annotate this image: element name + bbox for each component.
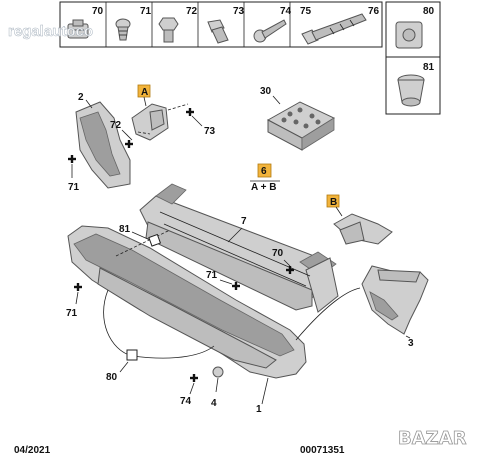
fastener-tile-75-76[interactable]: 75 76 xyxy=(300,6,380,45)
fastener-point-71-middle[interactable]: 71 xyxy=(206,270,240,290)
fastener-label-75: 75 xyxy=(300,6,312,17)
callout-72: 72 xyxy=(110,120,122,131)
part-2-side-bracket[interactable]: 2 xyxy=(75,92,131,189)
fastener-label-73: 73 xyxy=(233,6,245,17)
fastener-label-74: 74 xyxy=(280,6,292,17)
part-3-corner-trim[interactable]: 3 xyxy=(361,265,429,349)
callout-7: 7 xyxy=(241,216,247,227)
fastener-label-71: 71 xyxy=(140,6,152,17)
footer-ref: 00071351 xyxy=(300,445,345,456)
fastener-point-70[interactable]: 70 xyxy=(272,248,294,274)
fastener-point-72-cross[interactable] xyxy=(125,140,133,148)
callout-71-middle: 71 xyxy=(206,270,218,281)
side-label-81: 81 xyxy=(423,62,435,73)
fastener-tile-71[interactable]: 71 xyxy=(115,6,152,41)
fastener-label-76: 76 xyxy=(368,6,380,17)
cable-connector xyxy=(126,349,138,361)
callout-71-upper: 71 xyxy=(68,182,80,193)
clip-slot-81 xyxy=(148,233,162,247)
part-b-bracket[interactable]: B xyxy=(326,194,393,245)
callout-81: 81 xyxy=(119,224,131,235)
callout-81-group[interactable]: 81 xyxy=(119,224,151,241)
variant-callout: 6 A + B xyxy=(250,163,280,193)
tag-b-box xyxy=(326,194,340,208)
fastener-tile-73[interactable]: 73 xyxy=(207,6,245,44)
fastener-point-73[interactable]: 73 xyxy=(186,108,216,137)
square-clip-icon xyxy=(395,21,423,49)
self-tapping-screw-icon xyxy=(115,18,131,41)
part-7-reinforcement-beam[interactable]: 7 xyxy=(139,183,339,313)
side-label-80: 80 xyxy=(423,6,435,17)
part-80-cable[interactable]: 80 xyxy=(103,287,361,383)
kit-bag-icon xyxy=(266,101,336,151)
fastener-tile-70[interactable]: 70 xyxy=(67,6,104,39)
part-1-bumper-skin[interactable]: 1 xyxy=(67,225,307,415)
round-grommet-icon xyxy=(397,74,425,107)
fastener-point-71-lower[interactable]: 71 xyxy=(66,283,82,319)
fastener-tile-74[interactable]: 74 xyxy=(253,6,292,43)
long-bolt-icon xyxy=(301,13,367,45)
callout-70: 70 xyxy=(272,248,284,259)
callout-71-lower: 71 xyxy=(66,308,78,319)
fastener-kit-30[interactable]: 30 xyxy=(260,86,336,151)
part-a-bracket[interactable]: A 72 xyxy=(110,84,189,141)
watermark-top-left: regalautoco xyxy=(8,23,93,40)
side-tile-81[interactable]: 81 xyxy=(385,56,441,115)
flanged-screw-icon xyxy=(158,17,179,43)
fastener-label-72: 72 xyxy=(186,6,198,17)
kit-label: 30 xyxy=(260,86,272,97)
clip-nut-icon xyxy=(67,19,89,39)
footer-date: 04/2021 xyxy=(14,445,51,456)
variant-tag: 6 xyxy=(261,166,267,177)
callout-3: 3 xyxy=(408,338,414,349)
fastener-label-70: 70 xyxy=(92,6,104,17)
callout-73: 73 xyxy=(204,126,216,137)
rivet-pin-icon xyxy=(253,19,287,43)
fastener-tile-72[interactable]: 72 xyxy=(158,6,198,43)
callout-80: 80 xyxy=(106,372,118,383)
watermark-bottom-right: BAZAR xyxy=(398,428,467,449)
variant-tag-box xyxy=(257,163,272,178)
fastener-point-71-upper[interactable]: 71 xyxy=(68,155,80,193)
variant-text: A + B xyxy=(251,182,276,193)
tag-a: A xyxy=(141,87,148,98)
callout-2: 2 xyxy=(78,92,84,103)
callout-1: 1 xyxy=(256,404,262,415)
fastener-strip: 70 71 72 73 xyxy=(59,1,383,48)
callout-4: 4 xyxy=(211,398,217,409)
callout-74: 74 xyxy=(180,396,192,407)
hex-screw-icon xyxy=(207,19,229,44)
part-4-nut[interactable]: 4 xyxy=(211,366,224,409)
side-tile-80[interactable]: 80 xyxy=(385,1,441,58)
tag-b: B xyxy=(330,197,337,208)
fastener-point-74[interactable]: 74 xyxy=(180,374,198,407)
